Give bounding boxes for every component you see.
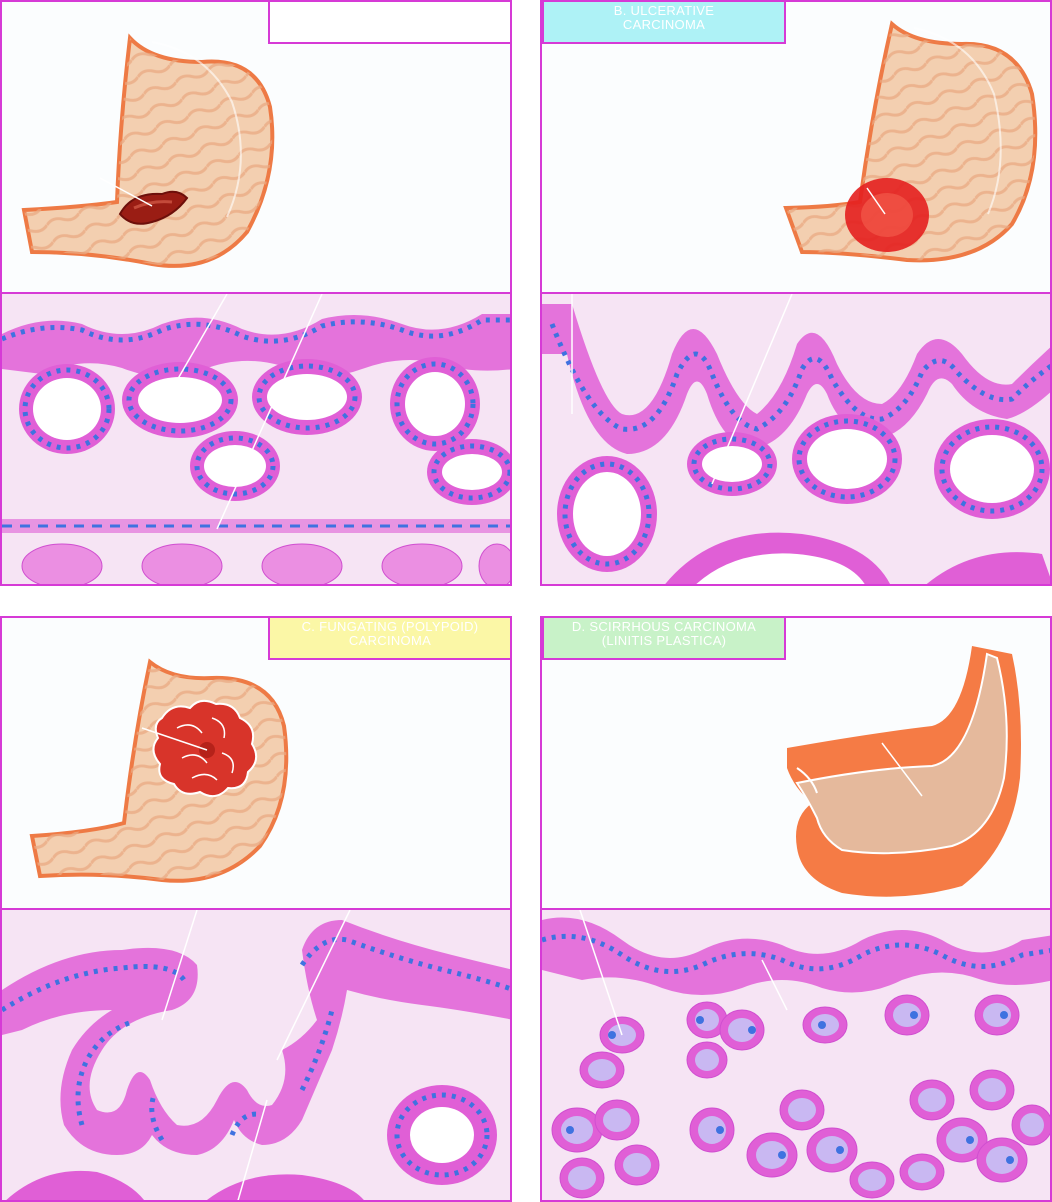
panel-c-micro — [0, 908, 512, 1202]
panel-b-label-line1: B. ULCERATIVE — [613, 3, 715, 18]
tumor-lesion-a — [118, 190, 189, 225]
histology-a — [2, 294, 510, 584]
panel-b-label-line2: CARCINOMA — [622, 17, 706, 32]
panel-d-micro — [540, 908, 1052, 1202]
stomach-diagram-a — [21, 33, 275, 268]
panel-d-label-line2: (LINITIS PLASTICA) — [601, 633, 727, 648]
panel-a-label — [268, 0, 512, 44]
panel-a-gross — [0, 0, 512, 294]
stomach-diagram-b — [783, 20, 1038, 263]
stomach-diagram-c — [29, 658, 289, 883]
panel-d-label: D. SCIRRHOUS CARCINOMA (LINITIS PLASTICA… — [542, 616, 786, 660]
panel-b-micro — [540, 292, 1052, 586]
histology-c — [2, 910, 510, 1200]
panel-c-label-line1: C. FUNGATING (POLYPOID) — [301, 619, 479, 634]
panel-b-gross — [540, 0, 1052, 294]
panel-a-micro — [0, 292, 512, 586]
panel-d-gross — [540, 616, 1052, 910]
panel-d-label-line1: D. SCIRRHOUS CARCINOMA — [571, 619, 757, 634]
histology-b — [542, 294, 1050, 584]
panel-b-label: B. ULCERATIVE CARCINOMA — [542, 0, 786, 44]
panel-c-gross — [0, 616, 512, 910]
stomach-diagram-d — [787, 646, 1021, 897]
histology-d — [542, 910, 1050, 1199]
inner-lumen-d — [795, 652, 1008, 855]
panel-c-label-line2: CARCINOMA — [348, 633, 432, 648]
panel-c-label: C. FUNGATING (POLYPOID) CARCINOMA — [268, 616, 512, 660]
